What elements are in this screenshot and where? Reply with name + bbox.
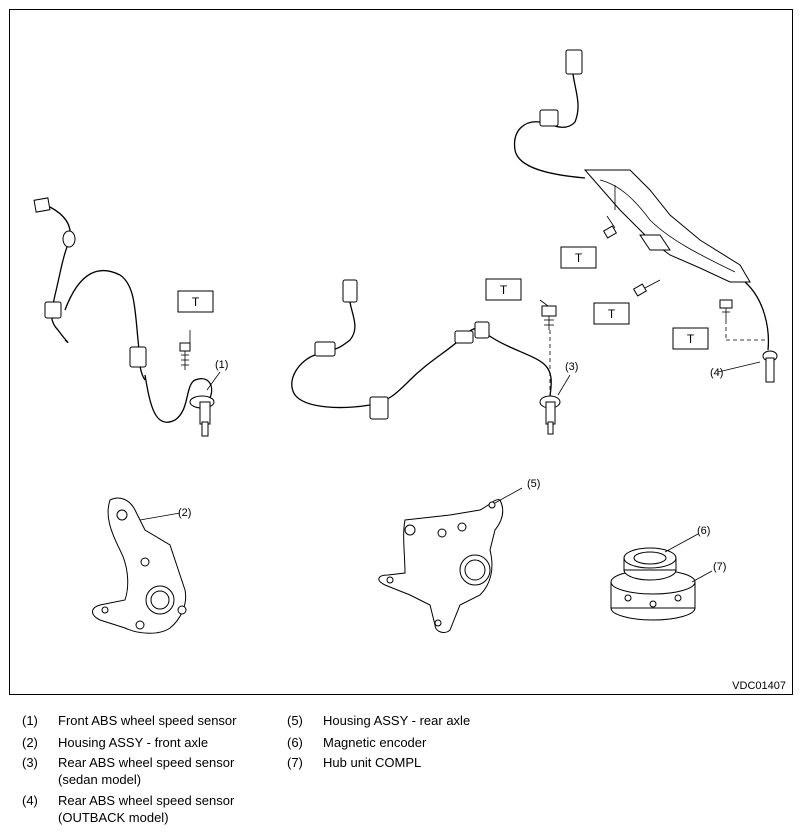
callout-5: (5)	[527, 478, 540, 490]
legend-number: (2)	[22, 735, 38, 750]
callout-6: (6)	[697, 525, 710, 537]
legend-text: Housing ASSY - front axle	[58, 735, 209, 750]
rear-abs-sensor-sedan-drawing	[291, 279, 571, 435]
torque-box: T	[177, 290, 214, 313]
legend-text: Hub unit COMPL	[323, 755, 422, 770]
legend-number: (4)	[22, 793, 38, 808]
figure-code: VDC01407	[732, 680, 786, 692]
hub-unit-drawing	[610, 533, 713, 621]
callout-1: (1)	[215, 359, 228, 371]
legend-text: Magnetic encoder	[323, 735, 427, 750]
legend-text: Rear ABS wheel speed sensor (OUTBACK mod…	[58, 793, 235, 825]
callout-3: (3)	[565, 361, 578, 373]
legend-number: (7)	[287, 755, 303, 770]
legend-text: Housing ASSY - rear axle	[323, 713, 471, 728]
svg-text:T: T	[192, 295, 200, 309]
legend-number: (3)	[22, 755, 38, 770]
torque-box: T	[593, 302, 630, 325]
front-abs-sensor-drawing	[33, 197, 221, 437]
legend-text: Front ABS wheel speed sensor	[58, 713, 237, 728]
legend-number: (5)	[287, 713, 303, 728]
callout-2: (2)	[178, 507, 191, 519]
front-axle-housing-drawing	[92, 497, 187, 634]
svg-text:T: T	[500, 283, 508, 297]
torque-box: T	[485, 278, 522, 301]
legend-number: (6)	[287, 735, 303, 750]
svg-text:T: T	[575, 251, 583, 265]
callout-4: (4)	[710, 367, 723, 379]
parts-diagram: T T T T T (1) (2) (3) (4) (5) (6) (7) VD…	[9, 9, 793, 695]
rear-abs-sensor-outback-drawing	[513, 49, 778, 383]
svg-text:T: T	[687, 332, 695, 346]
torque-box: T	[560, 246, 597, 269]
legend-number: (1)	[22, 713, 38, 728]
callout-7: (7)	[713, 561, 726, 573]
rear-axle-housing-drawing	[378, 487, 523, 633]
torque-box: T	[672, 327, 709, 350]
legend-text: Rear ABS wheel speed sensor (sedan model…	[58, 755, 235, 787]
diagram-drawing: T T T T T (1) (2) (3) (4) (5) (6) (7)	[33, 49, 778, 634]
legend: (1) Front ABS wheel speed sensor (2) Hou…	[0, 706, 804, 833]
svg-text:T: T	[608, 307, 616, 321]
